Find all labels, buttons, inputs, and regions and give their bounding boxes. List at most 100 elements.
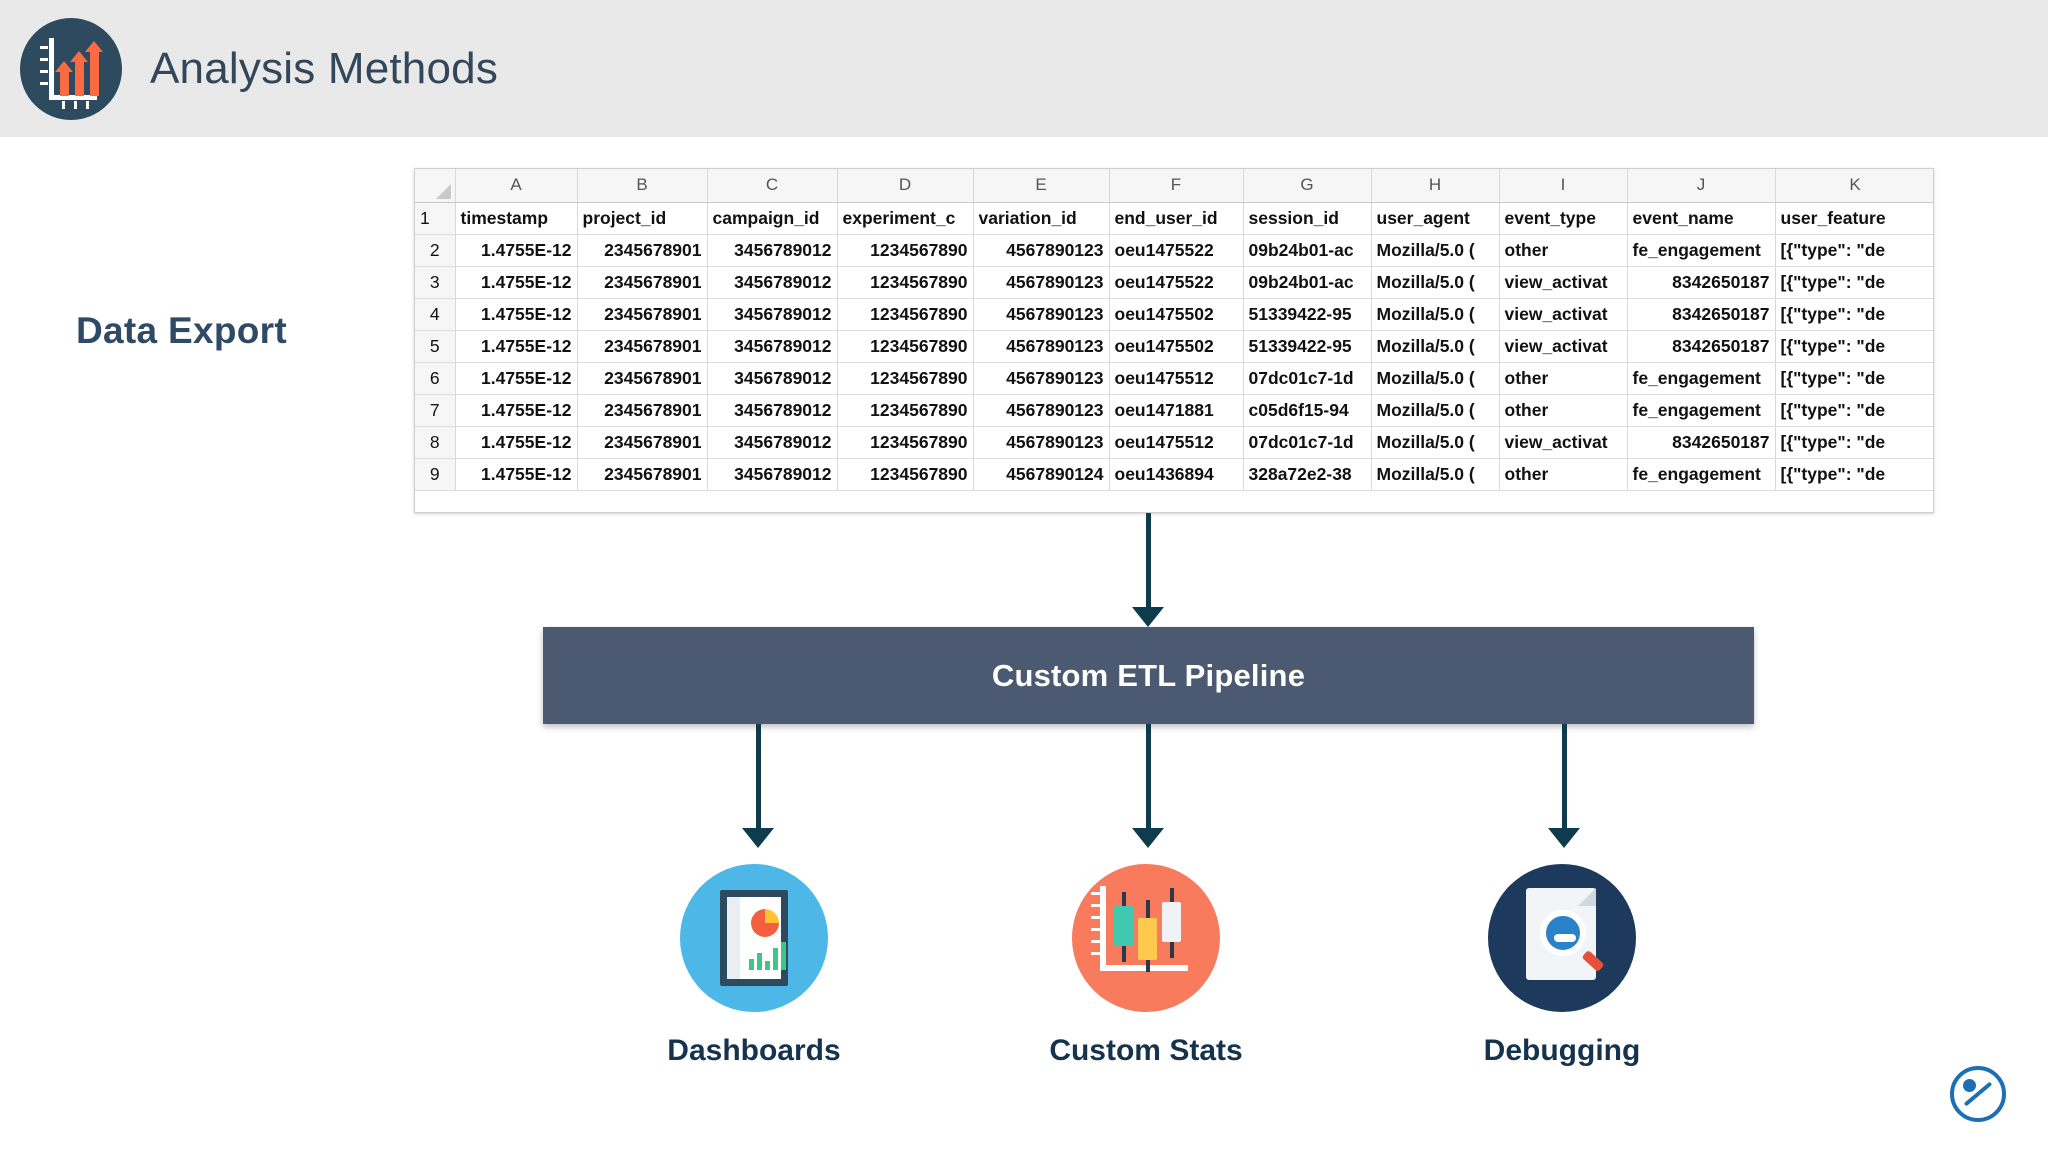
table-cell[interactable]: Mozilla/5.0 (	[1370, 362, 1500, 395]
table-cell[interactable]: 1234567890	[837, 394, 974, 427]
column-header-c[interactable]: C	[707, 169, 838, 203]
table-cell[interactable]: 1.4755E-12	[455, 298, 578, 331]
table-cell[interactable]: fe_engagement	[1627, 458, 1776, 491]
table-cell[interactable]: 51339422-95	[1243, 298, 1372, 331]
table-cell[interactable]: Mozilla/5.0 (	[1370, 298, 1500, 331]
table-cell[interactable]: oeu1475502	[1109, 298, 1244, 331]
table-cell[interactable]: other	[1499, 394, 1628, 427]
header-cell[interactable]: user_feature	[1775, 202, 1933, 235]
table-cell[interactable]: 2345678901	[577, 330, 708, 363]
header-cell[interactable]: project_id	[577, 202, 708, 235]
header-cell[interactable]: user_agent	[1370, 202, 1500, 235]
table-cell[interactable]: [{"type": "de	[1775, 234, 1933, 267]
table-cell[interactable]: 1234567890	[837, 362, 974, 395]
table-cell[interactable]: 2345678901	[577, 394, 708, 427]
row-header[interactable]: 2	[415, 234, 456, 267]
table-cell[interactable]: 3456789012	[707, 394, 838, 427]
column-header-d[interactable]: D	[837, 169, 974, 203]
table-cell[interactable]: Mozilla/5.0 (	[1370, 234, 1500, 267]
table-cell[interactable]: [{"type": "de	[1775, 298, 1933, 331]
column-header-g[interactable]: G	[1243, 169, 1372, 203]
header-cell[interactable]: campaign_id	[707, 202, 838, 235]
table-cell[interactable]: 1234567890	[837, 298, 974, 331]
table-cell[interactable]: 8342650187	[1627, 426, 1776, 459]
table-cell[interactable]: 09b24b01-ac	[1243, 234, 1372, 267]
table-cell[interactable]: fe_engagement	[1627, 362, 1776, 395]
column-header-j[interactable]: J	[1627, 169, 1776, 203]
header-cell[interactable]: session_id	[1243, 202, 1372, 235]
table-cell[interactable]: oeu1475502	[1109, 330, 1244, 363]
table-cell[interactable]: 3456789012	[707, 298, 838, 331]
table-cell[interactable]: view_activat	[1499, 266, 1628, 299]
table-cell[interactable]: oeu1475512	[1109, 362, 1244, 395]
table-cell[interactable]: other	[1499, 458, 1628, 491]
table-cell[interactable]: fe_engagement	[1627, 394, 1776, 427]
table-cell[interactable]: 1.4755E-12	[455, 458, 578, 491]
table-cell[interactable]: 4567890123	[973, 426, 1110, 459]
row-header[interactable]: 5	[415, 330, 456, 363]
table-cell[interactable]: oeu1436894	[1109, 458, 1244, 491]
table-cell[interactable]: 3456789012	[707, 362, 838, 395]
table-cell[interactable]: 07dc01c7-1d	[1243, 362, 1372, 395]
table-cell[interactable]: oeu1475522	[1109, 266, 1244, 299]
table-cell[interactable]: Mozilla/5.0 (	[1370, 458, 1500, 491]
table-cell[interactable]: 4567890123	[973, 298, 1110, 331]
header-cell[interactable]: end_user_id	[1109, 202, 1244, 235]
table-cell[interactable]: oeu1475522	[1109, 234, 1244, 267]
table-cell[interactable]: 2345678901	[577, 458, 708, 491]
table-cell[interactable]: 1.4755E-12	[455, 362, 578, 395]
column-header-i[interactable]: I	[1499, 169, 1628, 203]
table-cell[interactable]: [{"type": "de	[1775, 394, 1933, 427]
table-cell[interactable]: 1.4755E-12	[455, 394, 578, 427]
select-all-corner[interactable]	[415, 169, 456, 203]
header-cell[interactable]: experiment_c	[837, 202, 974, 235]
table-cell[interactable]: 4567890123	[973, 394, 1110, 427]
table-cell[interactable]: 51339422-95	[1243, 330, 1372, 363]
table-cell[interactable]: Mozilla/5.0 (	[1370, 330, 1500, 363]
table-cell[interactable]: 09b24b01-ac	[1243, 266, 1372, 299]
header-cell[interactable]: event_type	[1499, 202, 1628, 235]
table-cell[interactable]: 3456789012	[707, 266, 838, 299]
table-cell[interactable]: 328a72e2-38	[1243, 458, 1372, 491]
row-header[interactable]: 7	[415, 394, 456, 427]
table-cell[interactable]: 2345678901	[577, 298, 708, 331]
table-cell[interactable]: Mozilla/5.0 (	[1370, 394, 1500, 427]
table-cell[interactable]: [{"type": "de	[1775, 266, 1933, 299]
header-cell[interactable]: event_name	[1627, 202, 1776, 235]
table-cell[interactable]: 2345678901	[577, 234, 708, 267]
table-cell[interactable]: Mozilla/5.0 (	[1370, 266, 1500, 299]
table-cell[interactable]: 4567890124	[973, 458, 1110, 491]
table-cell[interactable]: view_activat	[1499, 426, 1628, 459]
table-cell[interactable]: 8342650187	[1627, 266, 1776, 299]
etl-pipeline-banner[interactable]: Custom ETL Pipeline	[543, 627, 1754, 724]
table-cell[interactable]: oeu1475512	[1109, 426, 1244, 459]
output-dashboards[interactable]: Dashboards	[604, 864, 904, 1068]
row-header[interactable]: 4	[415, 298, 456, 331]
table-cell[interactable]: fe_engagement	[1627, 234, 1776, 267]
column-header-a[interactable]: A	[455, 169, 578, 203]
table-cell[interactable]: Mozilla/5.0 (	[1370, 426, 1500, 459]
row-header[interactable]: 8	[415, 426, 456, 459]
table-cell[interactable]: 1234567890	[837, 426, 974, 459]
table-cell[interactable]: other	[1499, 362, 1628, 395]
table-cell[interactable]: 4567890123	[973, 362, 1110, 395]
table-cell[interactable]: [{"type": "de	[1775, 330, 1933, 363]
column-header-h[interactable]: H	[1371, 169, 1500, 203]
table-cell[interactable]: 1.4755E-12	[455, 426, 578, 459]
table-cell[interactable]: 4567890123	[973, 234, 1110, 267]
header-cell[interactable]: timestamp	[455, 202, 578, 235]
table-cell[interactable]: 1234567890	[837, 330, 974, 363]
column-header-k[interactable]: K	[1775, 169, 1933, 203]
table-cell[interactable]: 3456789012	[707, 330, 838, 363]
table-cell[interactable]: [{"type": "de	[1775, 362, 1933, 395]
